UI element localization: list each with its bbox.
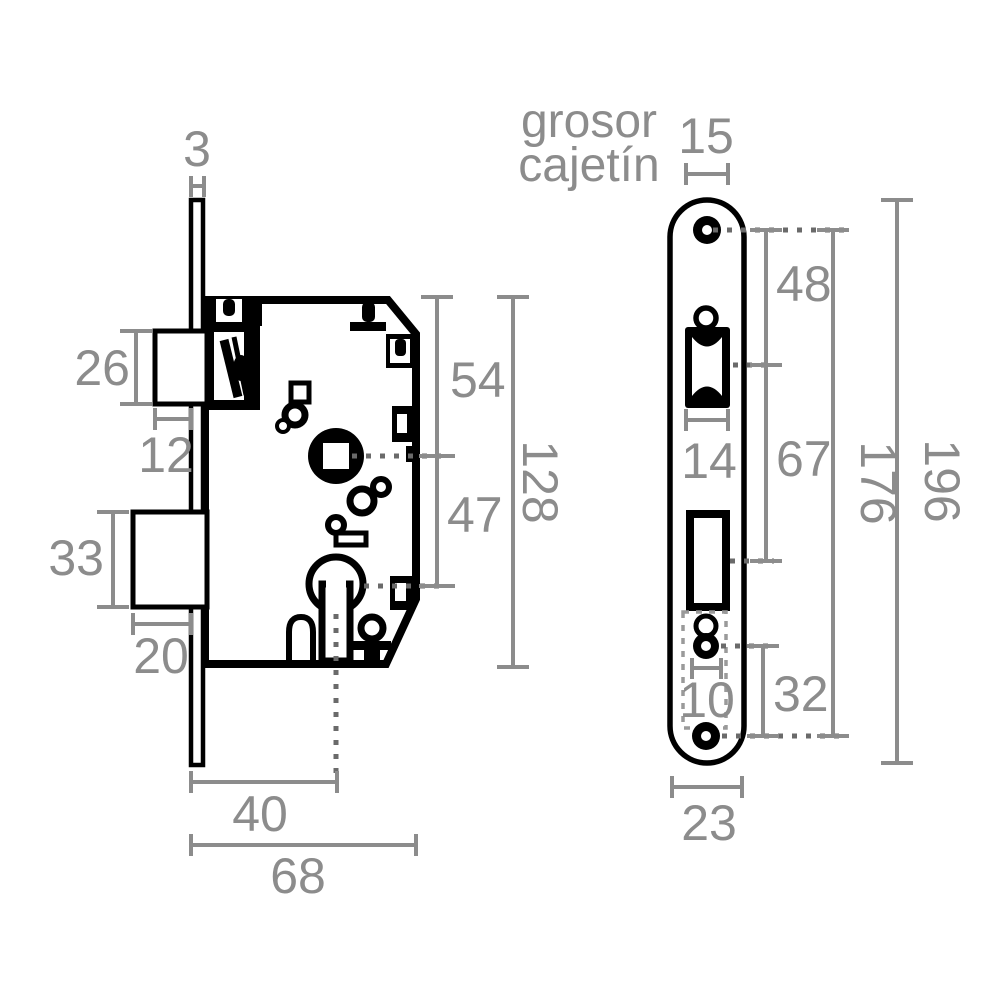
dim-latch-height [120, 329, 152, 406]
small-part-plate [288, 380, 312, 405]
dim-deadbolt-projection [131, 613, 193, 635]
deadbolt-cutout [686, 510, 730, 611]
side-view-dimensions: 3 26 12 33 20 54 47 128 40 68 [48, 121, 568, 904]
dim-label-40: 40 [232, 786, 288, 842]
bottom-screw-hole-center [701, 731, 711, 741]
rivet-base-right [350, 322, 386, 331]
dim-screw-spacing [817, 228, 849, 738]
bottom-arch-standoff [286, 613, 316, 660]
small-part-bar [333, 530, 369, 548]
dim-label-67: 67 [776, 431, 832, 487]
latch-cutout-window [692, 337, 722, 396]
edge-bracket-pin [395, 339, 406, 356]
note-cajetin: cajetín [518, 139, 659, 192]
dim-body-height [497, 295, 529, 669]
small-part-ring-a [281, 401, 309, 429]
deadbolt [130, 509, 210, 610]
adjustable-zone-dashed [681, 610, 728, 730]
dim-label-196: 196 [914, 439, 970, 522]
dim-label-48: 48 [776, 256, 832, 312]
dim-latch-to-deadbolt [750, 365, 782, 563]
dim-screw-hole-width [690, 658, 723, 679]
screw-boss-lower-hole [395, 583, 406, 601]
dim-label-54: 54 [450, 352, 506, 408]
dim-deadbolt-height [97, 510, 129, 609]
dim-label-14: 14 [681, 433, 737, 489]
dim-spindle-to-cylinder [419, 456, 455, 588]
dim-label-20: 20 [133, 628, 189, 684]
note-grosor: grosor [521, 95, 657, 148]
dim-label-15: 15 [678, 108, 734, 164]
dim-label-47: 47 [447, 487, 503, 543]
latch-bolt [152, 328, 210, 407]
latch-lever [219, 338, 243, 399]
dim-lower-hole-spacing [747, 644, 779, 738]
bottom-post-head [357, 613, 387, 643]
small-part-ring-d [346, 485, 378, 517]
dim-label-26: 26 [74, 340, 130, 396]
dim-backset [189, 771, 339, 793]
bottom-post-base [353, 641, 391, 650]
dim-body-depth [189, 834, 418, 856]
dim-case-thickness [684, 163, 730, 185]
mid-screw-hole-center [701, 641, 711, 651]
latch-pivot [233, 355, 249, 381]
bottom-post-stem [364, 650, 380, 662]
rivet-post-right [362, 302, 375, 322]
top-screw-hole-center [702, 225, 712, 235]
side-view-drawing [130, 197, 446, 776]
dim-label-68: 68 [270, 848, 326, 904]
screw-boss-upper-hole [397, 414, 407, 433]
spindle-square-hole [323, 443, 349, 469]
dim-plate-width [670, 776, 744, 798]
dim-plate-height [881, 198, 913, 765]
dim-label-10: 10 [679, 672, 735, 728]
dim-label-23: 23 [681, 795, 737, 851]
front-view-dimensions: grosor cajetín 15 48 14 67 10 32 176 196… [518, 95, 970, 851]
dim-latch-cutout-width [684, 409, 730, 431]
dim-label-32: 32 [773, 666, 829, 722]
dim-faceplate-thickness [189, 176, 206, 197]
small-part-ring-c [370, 476, 392, 498]
small-part-ring-b [275, 418, 291, 434]
rivet-post-left [223, 299, 235, 316]
dim-label-3: 3 [183, 121, 211, 177]
latch-guide-hole [693, 305, 719, 331]
dim-label-12: 12 [138, 427, 194, 483]
dim-latch-projection [153, 408, 193, 430]
dim-label-128: 128 [512, 440, 568, 523]
dim-label-33: 33 [48, 530, 104, 586]
